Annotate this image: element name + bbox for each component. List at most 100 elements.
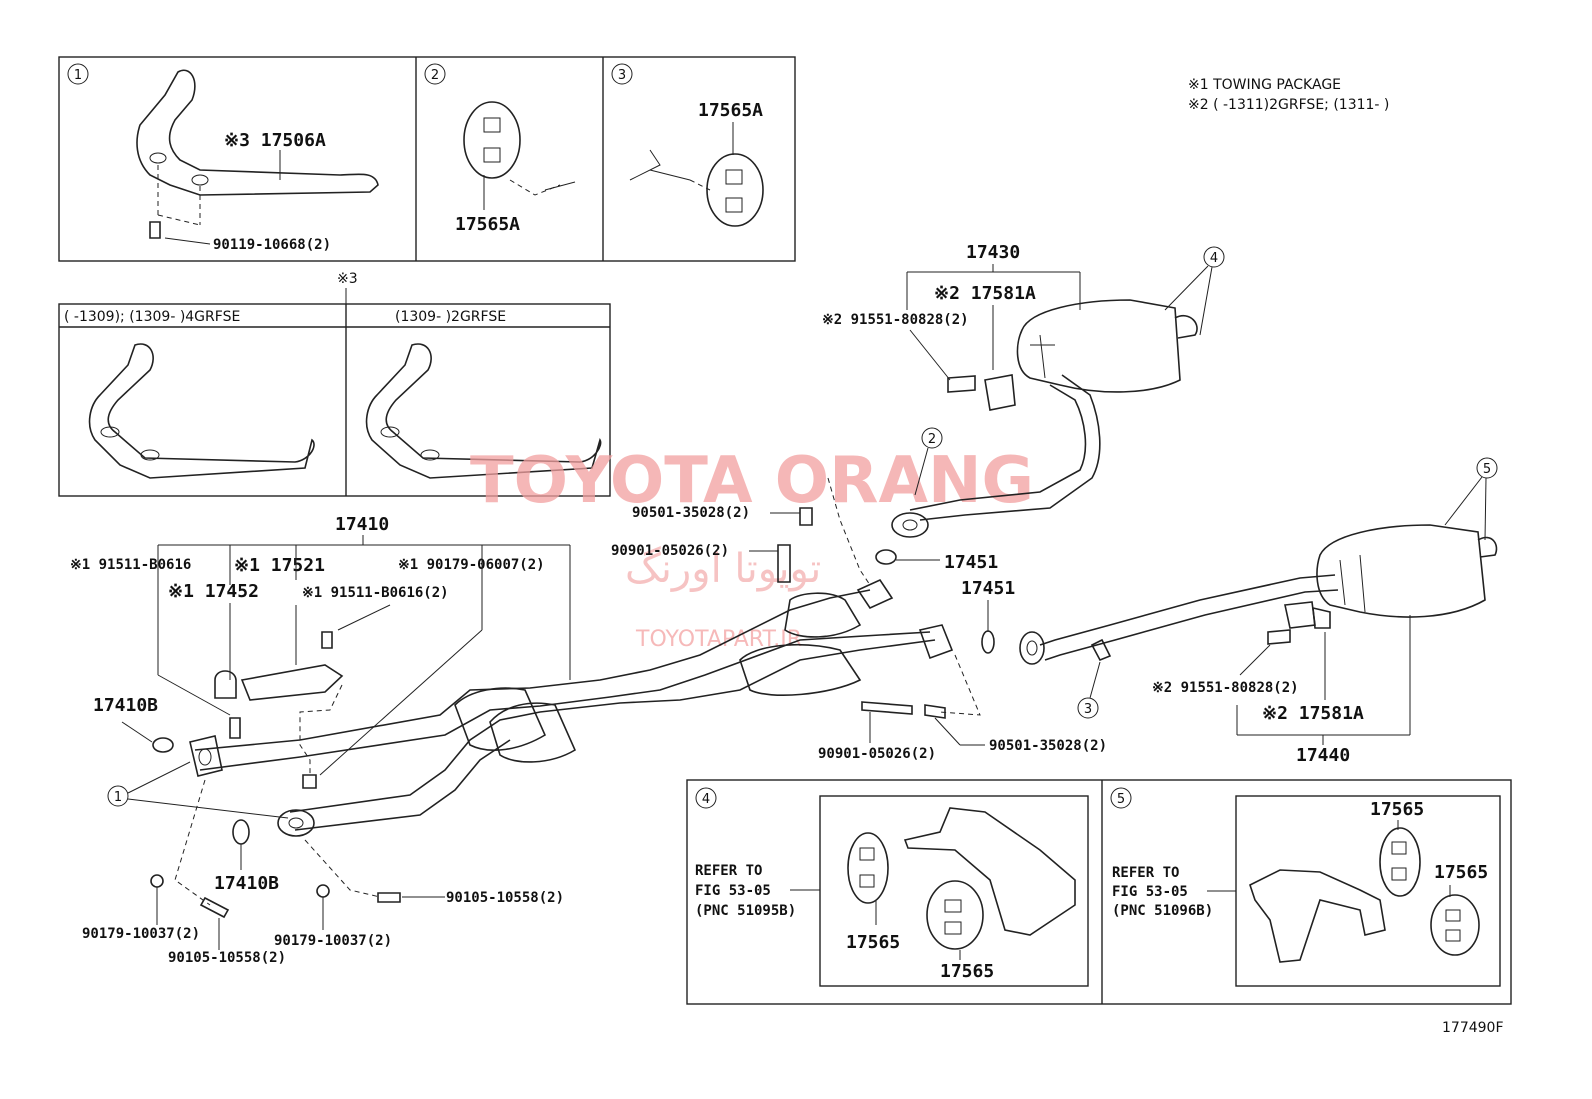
bolt-90901-05026-a <box>777 544 791 583</box>
insulator-17565-d <box>1430 894 1480 956</box>
gasket-17451-a <box>875 549 897 565</box>
callout-4: 4 <box>1210 251 1218 266</box>
bolt-91511-B0616-2 <box>321 631 333 649</box>
label-17521: ※1 17521 <box>234 555 325 576</box>
exhaust-bracket-inset5 <box>1249 869 1386 963</box>
insulator-17565-b <box>926 880 984 950</box>
inset-4-part-1: 17565 <box>846 932 900 953</box>
inset-row-bottom-frame <box>686 779 1512 1005</box>
label-17452: ※1 17452 <box>168 581 259 602</box>
variant-left-header: ( -1309); (1309- )4GRFSE <box>64 309 240 325</box>
center-resonator-2 <box>739 644 862 696</box>
flange-center-lower <box>918 624 954 660</box>
nut-90179-10037-b <box>316 884 330 898</box>
label-17440: 17440 <box>1296 745 1350 766</box>
note-2grfse: ※2 ( -1311)2GRFSE; (1311- ) <box>1188 97 1389 113</box>
watermark-persian: تویوتا اورنگ <box>625 546 821 592</box>
bolt-91511-B0616 <box>229 717 241 739</box>
label-90501-35028-a: 90501-35028(2) <box>632 505 750 521</box>
label-91511-B0616-a: ※1 91511-B0616 <box>70 557 191 573</box>
gasket-17410B-a <box>152 737 174 753</box>
variant-marker: ※3 <box>337 271 358 287</box>
front-pipe-17410-second-b <box>294 739 511 831</box>
label-90119-10668: 90119-10668(2) <box>213 237 331 253</box>
label-90179-10037-a: 90179-10037(2) <box>82 926 200 942</box>
label-17430: 17430 <box>966 242 1020 263</box>
variant-right-header: (1309- )2GRFSE <box>395 309 506 325</box>
insulator-17565-a <box>847 832 889 904</box>
front-pipe-17410-lower <box>199 631 931 771</box>
spring-90501-35028-b <box>924 704 946 719</box>
muffler-17430 <box>1016 299 1181 393</box>
heat-insulator-17521 <box>240 664 344 701</box>
label-90901-05026-b: 90901-05026(2) <box>818 746 936 762</box>
flange-front-1 <box>189 735 223 777</box>
inset-1-circle <box>67 63 89 85</box>
inset-4-sub-frame <box>819 795 1089 987</box>
label-17410B-b: 17410B <box>214 873 279 894</box>
bolt-90105-10558-b <box>377 892 401 903</box>
tail-pipe-17440-b <box>1044 589 1339 661</box>
note-towing-package: ※1 TOWING PACKAGE <box>1188 77 1341 93</box>
inset-row-top-frame <box>58 56 796 262</box>
bracket-17506A <box>136 69 379 196</box>
bolt-90105-10558-a <box>199 896 230 919</box>
label-90179-10037-b: 90179-10037(2) <box>274 933 392 949</box>
label-90501-35028-b: 90501-35028(2) <box>989 738 1107 754</box>
variant-frame <box>58 303 611 497</box>
tail-pipe-17440 <box>1039 574 1336 646</box>
label-90901-05026-a: 90901-05026(2) <box>611 543 729 559</box>
label-91551-80828-b: ※2 91551-80828(2) <box>1152 680 1299 696</box>
inset-1-number: 1 <box>74 68 82 83</box>
label-91511-B0616-b: ※1 91511-B0616(2) <box>302 585 449 601</box>
variant-bracket-left <box>88 343 315 479</box>
gasket-17451-b <box>981 630 995 654</box>
catalytic-converter-2 <box>489 702 577 763</box>
tailpipe-tip-17430 <box>1174 315 1198 339</box>
bracket-17581A-b <box>1312 606 1331 629</box>
bolt-91551-80828-a <box>947 375 976 393</box>
flange-front-2 <box>277 809 315 837</box>
bolt-90901-05026-b <box>861 701 913 715</box>
label-17451-a: 17451 <box>944 552 998 573</box>
label-17581A-a: ※2 17581A <box>934 283 1036 304</box>
variant-bracket-right <box>365 343 602 479</box>
front-pipe-17410-upper <box>194 589 871 751</box>
callout-1: 1 <box>114 790 122 805</box>
flange-17440 <box>1019 631 1045 665</box>
label-17565A-inset3: 17565A <box>698 100 763 121</box>
inset-5-part-2: 17565 <box>1434 862 1488 883</box>
tailpipe-tip-17440 <box>1477 536 1498 558</box>
label-17506A: ※3 17506A <box>224 130 326 151</box>
inset-5-refer-1: REFER TO <box>1112 865 1179 881</box>
callout-5: 5 <box>1483 462 1491 477</box>
inset-5-part-1: 17565 <box>1370 799 1424 820</box>
label-90105-10558-b: 90105-10558(2) <box>446 890 564 906</box>
tail-pipe-17430-b <box>919 374 1101 521</box>
label-90105-10558-a: 90105-10558(2) <box>168 950 286 966</box>
flange-17430 <box>891 512 929 538</box>
front-pipe-17410-second <box>289 639 936 813</box>
hanger-rod-17440 <box>1090 638 1112 662</box>
spring-90501-35028-a <box>799 507 813 526</box>
inset-5-number: 5 <box>1117 792 1125 807</box>
nut-90179-06007 <box>302 774 317 789</box>
inset-4-refer-1: REFER TO <box>695 863 762 879</box>
center-resonator-1 <box>784 592 862 638</box>
bolt-90119 <box>149 221 161 239</box>
label-90179-06007: ※1 90179-06007(2) <box>398 557 545 573</box>
insulator-17565-c <box>1379 827 1421 897</box>
nut-90179-10037-a <box>150 874 164 888</box>
inset-4-refer-3: (PNC 51095B) <box>695 903 796 919</box>
exhaust-bracket-inset4 <box>903 807 1076 936</box>
label-17565A-inset2: 17565A <box>455 214 520 235</box>
callout-2: 2 <box>928 432 936 447</box>
clamp-17452 <box>214 670 237 699</box>
damper-17581A-b <box>1284 601 1316 629</box>
label-17410B-a: 17410B <box>93 695 158 716</box>
inset-5-sub-frame <box>1235 795 1501 987</box>
hanger-17565A-a <box>463 101 521 179</box>
label-17410: 17410 <box>335 514 389 535</box>
watermark-site: TOYOTAPART.IR <box>635 627 802 652</box>
